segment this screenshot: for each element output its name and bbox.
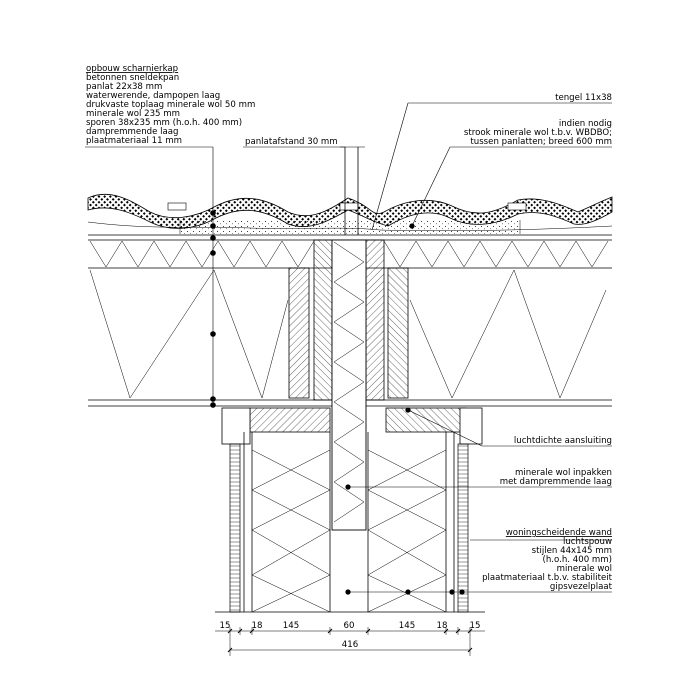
dim-label: 145 — [283, 621, 299, 631]
dim-label: 15 — [220, 621, 231, 631]
wall-line: gipsvezelplaat — [550, 582, 613, 592]
wall-text-block: woningscheidende wand luchtspouw stijlen… — [482, 528, 613, 592]
dim-total-label: 416 — [342, 640, 358, 650]
dim-label: 60 — [344, 621, 355, 631]
buildup-line: waterwerende, dampopen laag — [86, 91, 220, 101]
right-upper-labels: tengel 11x38 indien nodig strook mineral… — [464, 93, 612, 487]
wall-line: luchtspouw — [563, 537, 612, 547]
indien-nodig-label: indien nodig — [559, 119, 612, 129]
buildup-line: drukvaste toplaag minerale wol 50 mm — [86, 100, 255, 110]
buildup-line: minerale wol 235 mm — [86, 109, 180, 119]
wall-line: stijlen 44x145 mm — [532, 546, 612, 556]
left-text-block: opbouw scharnierkap betonnen sneldekpan … — [86, 64, 255, 146]
fire-strip-mineral-wool — [331, 147, 367, 531]
buildup-line: panlat 22x38 mm — [86, 82, 162, 92]
dimension-lines — [215, 627, 485, 656]
left-leader — [85, 146, 216, 408]
wall-line: (h.o.h. 400 mm) — [542, 555, 612, 565]
inpakken-label-2: met dampremmende laag — [500, 477, 612, 487]
dimension-labels: 15 18 145 60 145 18 15 416 — [220, 621, 481, 650]
underlay-and-battens — [87, 202, 613, 236]
buildup-line: betonnen sneldekpan — [86, 73, 179, 83]
dim-label: 18 — [252, 621, 263, 631]
right-leaders — [345, 102, 612, 595]
tussen-label: tussen panlatten; breed 600 mm — [470, 137, 612, 147]
strook-label: strook minerale wol t.b.v. WBDBO; — [464, 128, 612, 138]
panlatafstand-label: panlatafstand 30 mm — [245, 137, 338, 147]
wall-line: minerale wol — [557, 564, 612, 574]
party-wall — [215, 432, 485, 613]
buildup-line: plaatmateriaal 11 mm — [86, 136, 182, 146]
dim-label: 145 — [399, 621, 415, 631]
dim-label: 18 — [437, 621, 448, 631]
dim-label: 15 — [470, 621, 481, 631]
wall-title: woningscheidende wand — [506, 528, 612, 538]
buildup-line: sporen 38x235 mm (h.o.h. 400 mm) — [86, 118, 242, 128]
wall-line: plaatmateriaal t.b.v. stabiliteit — [482, 573, 613, 583]
buildup-title: opbouw scharnierkap — [86, 64, 178, 74]
tengel-label: tengel 11x38 — [555, 93, 612, 103]
buildup-line: dampremmende laag — [86, 127, 179, 137]
inpakken-label-1: minerale wol inpakken — [515, 468, 612, 478]
luchtdichte-label: luchtdichte aansluiting — [514, 436, 612, 446]
ceiling-boards — [221, 407, 483, 445]
